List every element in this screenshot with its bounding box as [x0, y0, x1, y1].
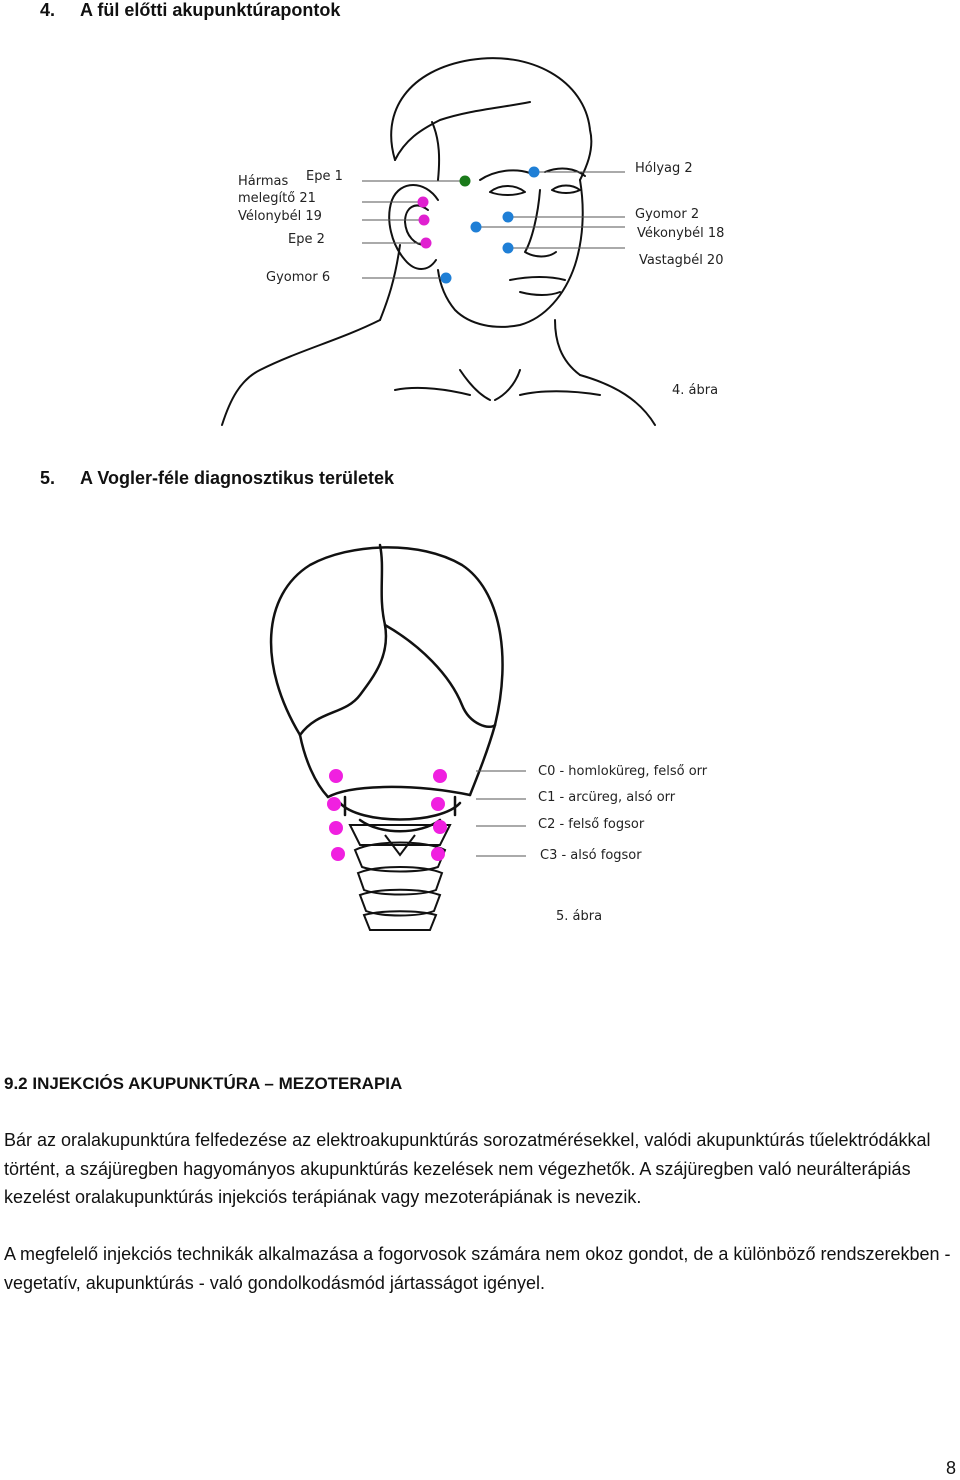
- point-epe-1: [459, 175, 471, 187]
- figure-4-caption: 4. ábra: [672, 383, 718, 398]
- figure-4-leader-lines: [362, 171, 625, 279]
- point-holyag-2: [528, 166, 540, 178]
- label-harmas: Hármas: [238, 174, 288, 189]
- label-epe-2: Epe 2: [288, 232, 325, 247]
- label-melegito-21: melegítő 21: [238, 191, 316, 206]
- point-c3-left: [331, 847, 345, 861]
- label-vastagbel-20: Vastagbél 20: [639, 253, 723, 268]
- point-c0-right: [433, 769, 447, 783]
- point-vekonybel-18: [470, 221, 482, 233]
- point-gyomor-2: [502, 211, 514, 223]
- point-gyomor-6: [440, 272, 452, 284]
- figure-5-leader-lines: [476, 770, 526, 857]
- label-c1: C1 - arcüreg, alsó orr: [538, 790, 676, 805]
- label-gyomor-2: Gyomor 2: [635, 207, 699, 222]
- label-gyomor-6: Gyomor 6: [266, 270, 330, 285]
- figure-5-caption: 5. ábra: [556, 909, 602, 924]
- cervical-vertebrae: [348, 824, 452, 931]
- section-4-number: 4.: [40, 0, 56, 20]
- head-outline: [221, 57, 656, 426]
- point-c1-right: [431, 797, 445, 811]
- label-c2: C2 - felső fogsor: [538, 817, 645, 832]
- skull-outline: [269, 543, 504, 833]
- paragraph-1: Bár az oralakupunktúra felfedezése az el…: [4, 1130, 931, 1207]
- section-9-2-heading: 9.2 INJEKCIÓS AKUPUNKTÚRA – MEZOTERAPIA: [4, 1074, 403, 1093]
- point-c2-right: [433, 820, 447, 834]
- label-c3: C3 - alsó fogsor: [540, 848, 642, 863]
- section-5-number: 5.: [40, 468, 56, 488]
- point-c0-left: [329, 769, 343, 783]
- point-harmas-melegito-21: [417, 196, 429, 208]
- paragraph-2: A megfelelő injekciós technikák alkalmaz…: [4, 1244, 951, 1293]
- label-vekonybel-18: Vékonybél 18: [637, 226, 724, 241]
- page-number: 8: [945, 1458, 956, 1478]
- point-c2-left: [329, 821, 343, 835]
- label-epe-1: Epe 1: [306, 169, 343, 184]
- figure-4-head-diagram: Hármas melegítő 21 Vélonybél 19 Epe 1 Ep…: [221, 57, 724, 426]
- section-5-heading: 5. A Vogler-féle diagnosztikus területek: [40, 468, 394, 489]
- point-velonybel-19: [418, 214, 430, 226]
- label-velonybel-19: Vélonybél 19: [238, 209, 322, 224]
- label-c0: C0 - homloküreg, felső orr: [538, 764, 708, 779]
- point-epe-2: [420, 237, 432, 249]
- point-c3-right: [431, 847, 445, 861]
- section-4-title: A fül előtti akupunktúrapontok: [80, 0, 341, 20]
- point-vastagbel-20: [502, 242, 514, 254]
- label-holyag-2: Hólyag 2: [635, 161, 693, 176]
- section-4-heading: 4. A fül előtti akupunktúrapontok: [40, 0, 340, 21]
- point-c1-left: [327, 797, 341, 811]
- figure-5-skull-diagram: C0 - homloküreg, felső orr C1 - arcüreg,…: [269, 543, 708, 931]
- section-5-title: A Vogler-féle diagnosztikus területek: [80, 468, 395, 488]
